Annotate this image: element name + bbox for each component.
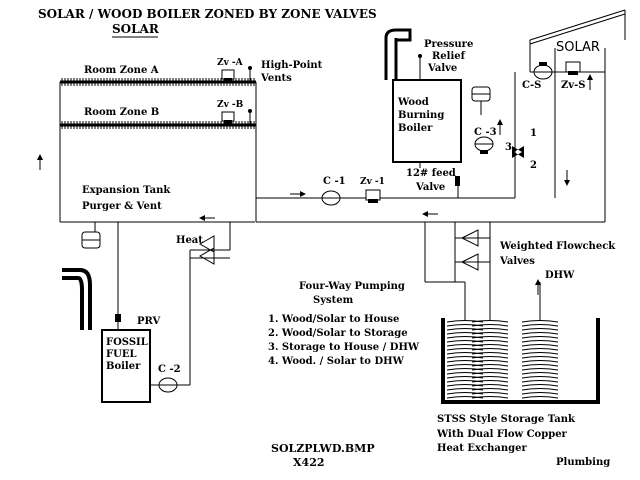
high-point-vents: High-Point Vents [248,60,323,125]
wood-boiler-label-2: Burning [398,110,444,121]
file-name: SOLZPLWD.BMP [271,442,375,455]
zone-valve-a-label: Zv -A [217,58,244,68]
c2-label: C -2 [158,364,181,375]
room-zone-b-fins [61,121,255,129]
prv-label: PRV [137,316,160,327]
tank-caption-1: STSS Style Storage Tank [437,414,576,425]
fossil-boiler-label-2: FUEL [106,349,136,360]
feed-valve: 12# feed Valve [406,168,460,198]
room-zone-b: Room Zone B [60,107,256,129]
system-heading-2: System [313,295,354,306]
heat-label: Heat [176,235,203,246]
tank-caption: STSS Style Storage Tank With Dual Flow C… [436,414,576,454]
solar-collector: SOLAR [529,9,626,73]
mixing-valve: 3 1 2 [505,128,537,171]
mixing-port-3: 3 [505,142,512,153]
prv: PRV [115,312,160,330]
solar-label: SOLAR [556,40,600,55]
pressure-relief-label-1: Pressure [424,39,473,50]
solar-zone-valve-label: Zv-S [561,80,585,91]
four-way-system: Four-Way Pumping System 1. Wood/Solar to… [268,281,420,367]
room-zone-b-label: Room Zone B [84,107,159,118]
zone-valve-b: Zv -B [217,100,244,124]
file-code: X422 [293,456,325,469]
pressure-relief-label-3: Valve [427,63,457,74]
system-item-1: 1. Wood/Solar to House [268,314,399,325]
wood-boiler: Wood Burning Boiler [384,28,462,163]
feed-valve-label-2: Valve [415,182,445,193]
system-item-4: 4. Wood. / Solar to DHW [268,356,405,367]
heat-exchanger-coils [446,320,559,399]
feed-valve-label-1: 12# feed [406,168,456,179]
expansion-tank: Expansion Tank Purger & Vent [81,185,171,249]
diagram-title: SOLAR / WOOD BOILER ZONED BY ZONE VALVES [38,7,377,21]
zone-valve-a: Zv -A [217,58,244,82]
system-item-3: 3. Storage to House / DHW [268,342,420,353]
fossil-boiler-label-1: FOSSIL [106,337,148,348]
wood-boiler-label-3: Boiler [398,123,433,134]
fossil-boiler: FOSSIL FUEL Boiler [62,268,151,403]
mixing-port-1: 1 [530,128,537,139]
room-zone-a-label: Room Zone A [84,65,159,76]
system-item-2: 2. Wood/Solar to Storage [268,328,408,339]
flowcheck-label-1: Weighted Flowcheck [499,241,616,252]
wood-expansion-tank [471,86,491,115]
diagram-subtitle: SOLAR [112,22,160,36]
fossil-boiler-label-3: Boiler [106,361,141,372]
zv1-label: Zv -1 [360,177,385,187]
room-zone-a: Room Zone A [60,65,256,86]
circulator-c1: C -1 [321,176,346,206]
solar-zone-valve: Zv-S [561,61,585,91]
tank-caption-3: Heat Exchanger [437,443,527,454]
flowcheck-label-2: Valves [499,256,535,267]
circulator-c2: C -2 [158,364,181,393]
room-zone-a-fins [61,78,255,86]
solar-circulator: C-S [522,62,553,91]
category-label: Plumbing [556,457,610,468]
solar-circulator-label: C-S [522,80,541,91]
wood-boiler-label-1: Wood [397,97,429,108]
weighted-flowcheck-valves: Weighted Flowcheck Valves DHW [455,229,616,281]
high-point-vents-label-1: High-Point [261,60,323,71]
system-heading-1: Four-Way Pumping [299,281,405,292]
wood-circulator-c3: C -3 [474,127,497,154]
pressure-relief-label-2: Relief [432,51,466,62]
storage-tank [441,318,600,404]
mixing-port-2: 2 [530,160,537,171]
heat-flowcheck: Heat [176,235,230,265]
pressure-relief-valve: Pressure Relief Valve [418,39,473,80]
expansion-tank-label-2: Purger & Vent [82,201,162,212]
c1-label: C -1 [323,176,346,187]
zone-valve-b-label: Zv -B [217,100,244,110]
tank-caption-2: With Dual Flow Copper [436,429,568,440]
c3-label: C -3 [474,127,497,138]
dhw-label: DHW [545,270,575,281]
high-point-vents-label-2: Vents [260,73,292,84]
zone-valve-1: Zv -1 [360,177,385,203]
expansion-tank-label-1: Expansion Tank [82,185,171,196]
